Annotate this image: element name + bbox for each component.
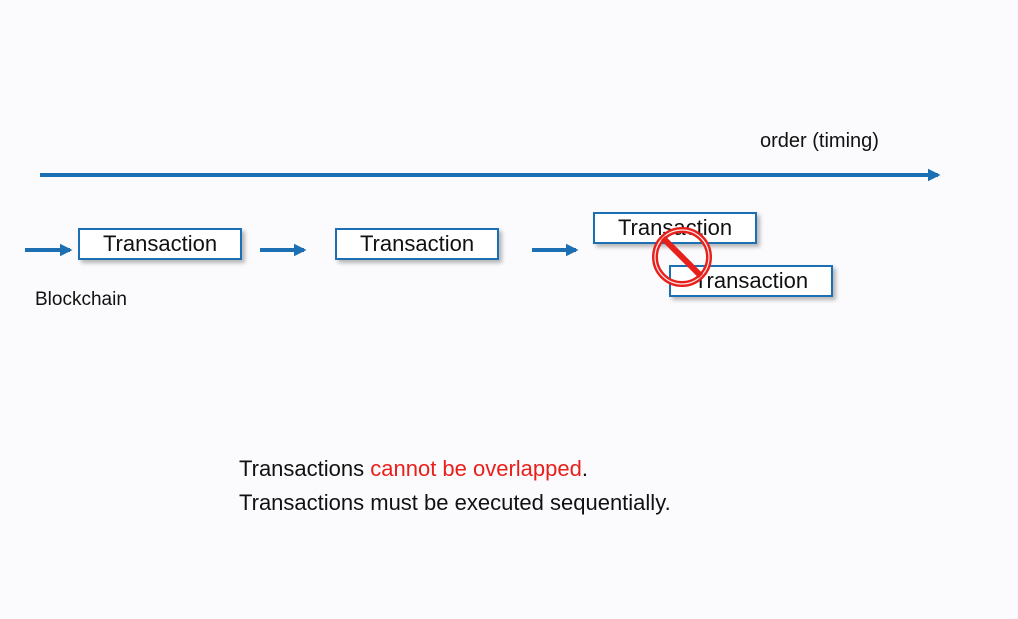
message-suffix: . — [581, 456, 588, 481]
message-highlight: cannot be overlapped — [370, 456, 582, 481]
message-prefix: Transactions — [239, 456, 371, 481]
transaction-box: Transaction — [78, 228, 242, 260]
timeline-label: order (timing) — [760, 130, 879, 152]
message-line-2: Transactions must be executed sequential… — [239, 490, 671, 515]
transaction-box: Transaction — [335, 228, 499, 260]
transaction-box-overlapping-bottom: Transaction — [669, 265, 833, 297]
blockchain-label: Blockchain — [35, 289, 127, 310]
message-line-1: Transactions cannot be overlapped. — [239, 456, 588, 482]
